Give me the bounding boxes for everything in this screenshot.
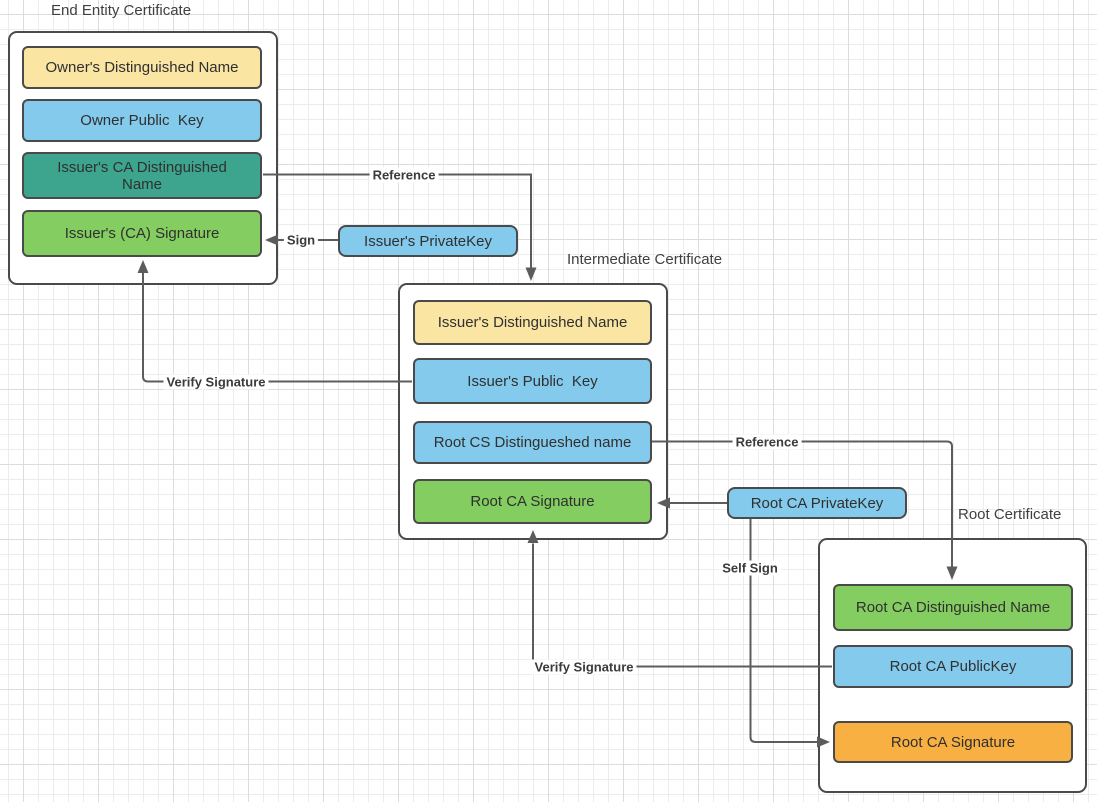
end-entity-certificate-title: End Entity Certificate	[51, 2, 192, 19]
issuers-privatekey-box[interactable]: Issuer's PrivateKey	[338, 225, 518, 257]
field-root-ca-publickey[interactable]: Root CA PublicKey	[833, 645, 1073, 688]
field-issuers-public-key[interactable]: Issuer's Public Key	[413, 358, 652, 404]
field-issuers-ca-signature[interactable]: Issuer's (CA) Signature	[22, 210, 262, 257]
field-label: Owner Public Key	[80, 112, 204, 129]
field-label: Root CA Distinguished Name	[855, 599, 1051, 616]
field-label: Root CA PublicKey	[889, 658, 1017, 675]
field-label: Issuer's CA Distinguished Name	[57, 158, 231, 193]
end-entity-certificate[interactable]: Owner's Distinguished Name Owner Public …	[8, 31, 278, 285]
edge-label-sign: Sign	[283, 232, 319, 248]
edge-label-verify-signature-bottom: Verify Signature	[531, 659, 637, 675]
field-owners-distinguished-name[interactable]: Owner's Distinguished Name	[22, 46, 262, 89]
root-certificate-title: Root Certificate	[958, 506, 1062, 523]
field-issuers-distinguished-name[interactable]: Issuer's Distinguished Name	[413, 300, 652, 345]
key-label: Issuer's PrivateKey	[364, 232, 492, 250]
field-issuers-ca-distinguished-name[interactable]: Issuer's CA Distinguished Name	[22, 152, 262, 199]
field-label: Issuer's Distinguished Name	[437, 314, 628, 331]
edge-label-verify-signature-left: Verify Signature	[163, 374, 269, 390]
edge-label-reference-bottom: Reference	[732, 434, 802, 450]
field-label: Root CA Signature	[890, 733, 1016, 751]
field-root-ca-distinguished-name[interactable]: Root CA Distinguished Name	[833, 584, 1073, 631]
field-root-ca-signature-intermediate[interactable]: Root CA Signature	[413, 479, 652, 524]
field-label: Root CA Signature	[470, 493, 595, 510]
root-ca-privatekey-box[interactable]: Root CA PrivateKey	[727, 487, 907, 519]
field-label: Owner's Distinguished Name	[45, 59, 239, 76]
key-label: Root CA PrivateKey	[750, 494, 884, 512]
field-root-cs-distingueshed-name[interactable]: Root CS Distingueshed name	[413, 421, 652, 464]
field-label: Issuer's Public Key	[467, 372, 598, 390]
field-owner-public-key[interactable]: Owner Public Key	[22, 99, 262, 142]
root-certificate[interactable]: Root CA Distinguished Name Root CA Publi…	[818, 538, 1087, 793]
edge-label-self-sign: Self Sign	[719, 560, 781, 576]
intermediate-certificate-title: Intermediate Certificate	[567, 251, 723, 268]
edge-label-reference-top: Reference	[369, 167, 439, 183]
arrow-verify-signature-root-to-intermediate	[527, 530, 832, 668]
field-root-ca-signature-root[interactable]: Root CA Signature	[833, 721, 1073, 763]
intermediate-certificate[interactable]: Issuer's Distinguished Name Issuer's Pub…	[398, 283, 668, 540]
field-label: Root CS Distingueshed name	[433, 434, 632, 451]
field-label: Issuer's (CA) Signature	[64, 225, 220, 242]
